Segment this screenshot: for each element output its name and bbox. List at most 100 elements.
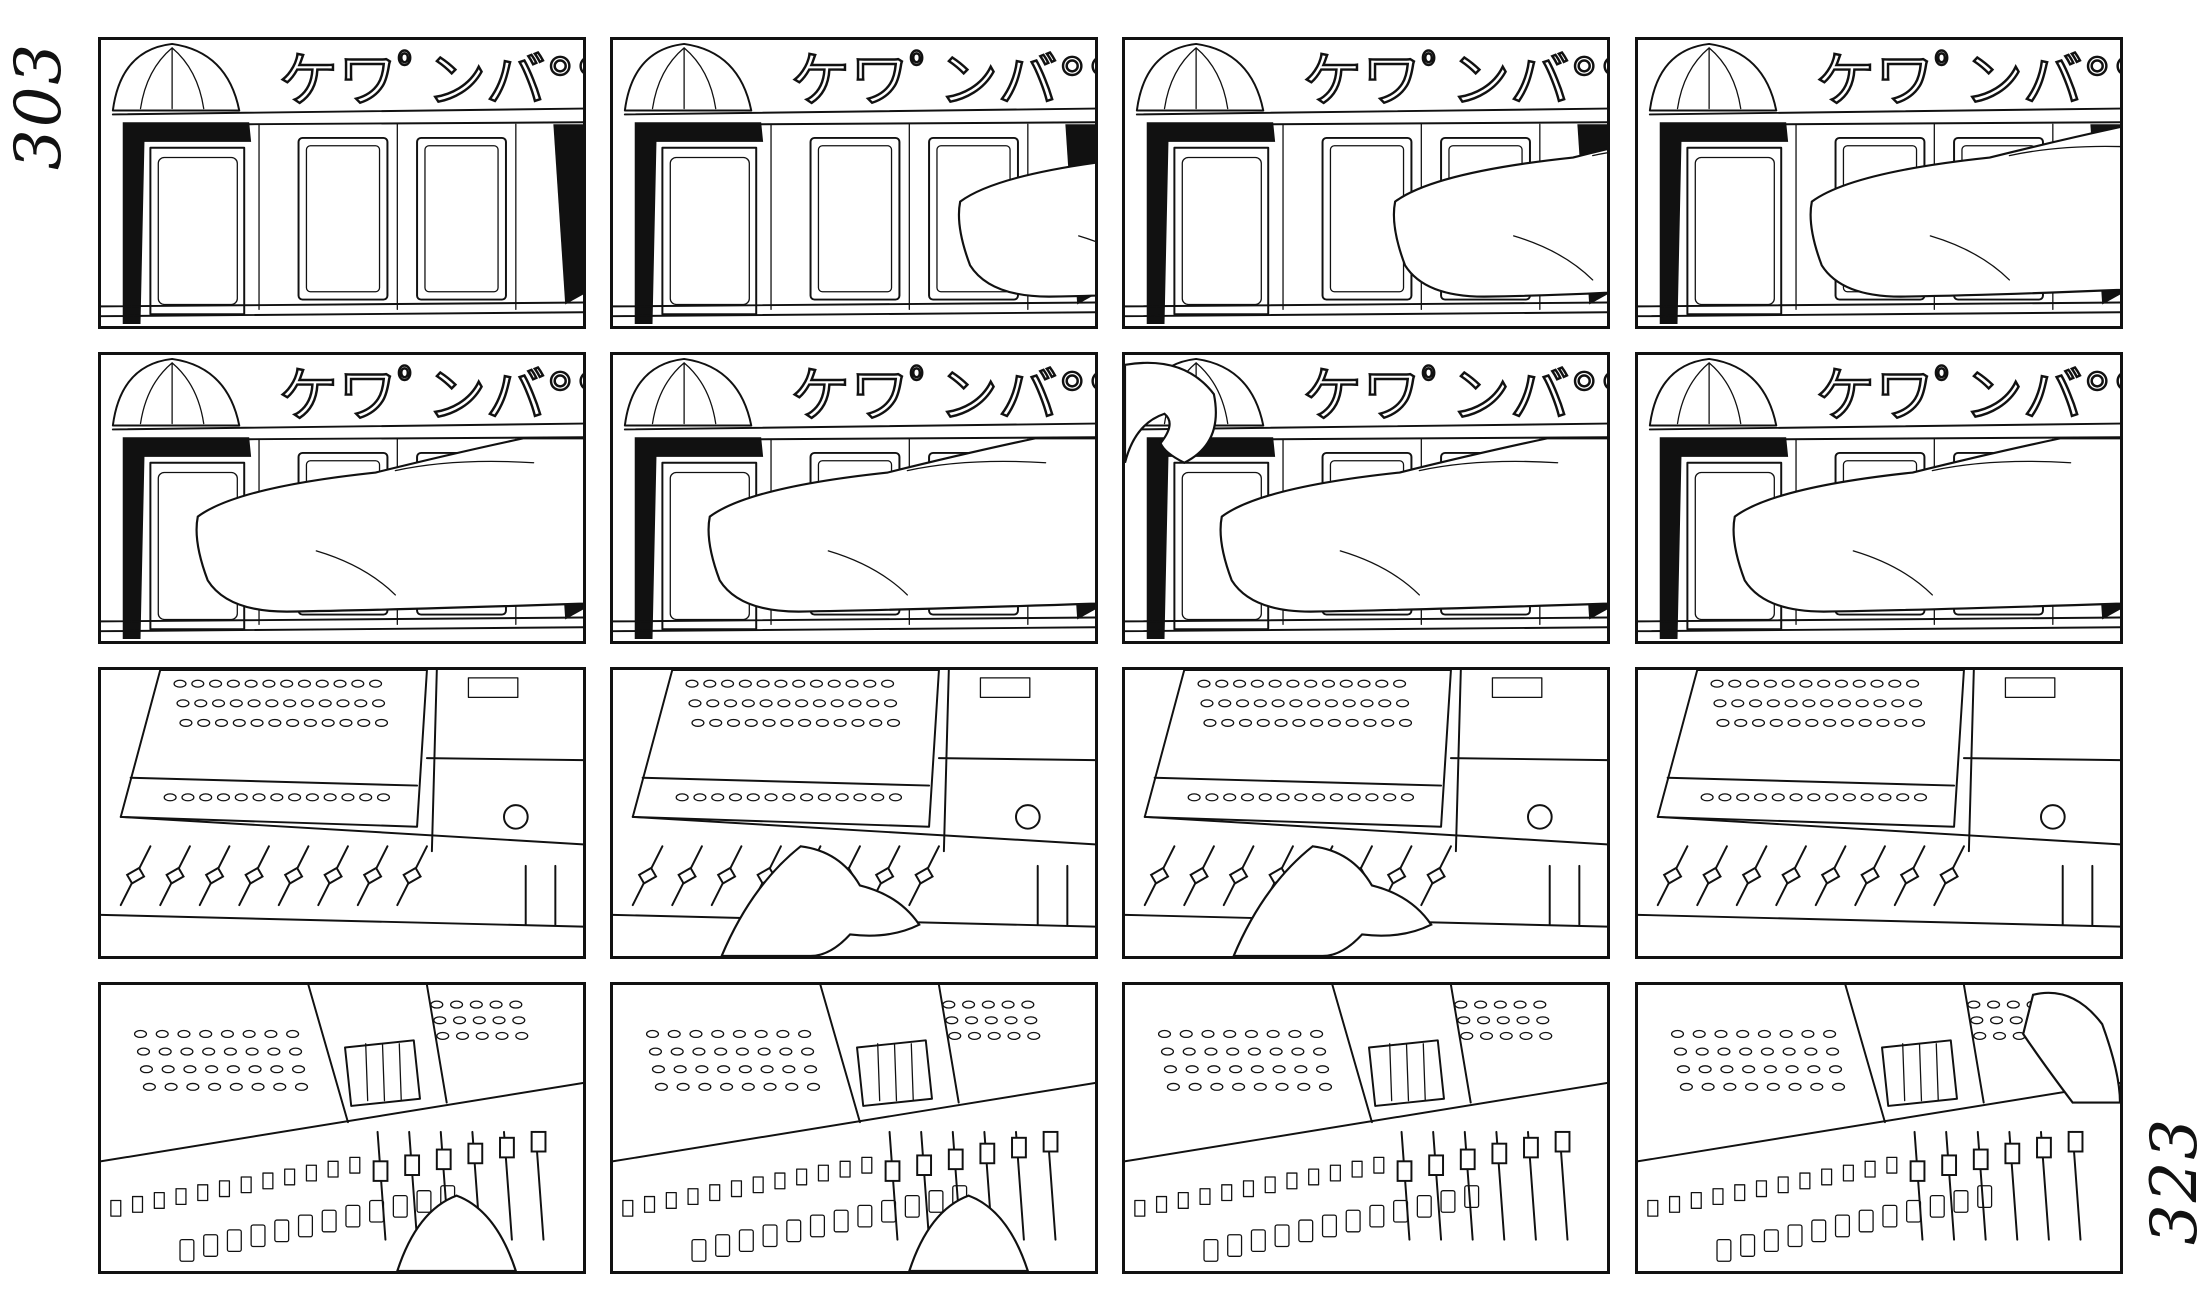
knob (948, 1031, 962, 1040)
knob (300, 699, 314, 708)
knob (863, 679, 877, 688)
knob (1840, 718, 1854, 727)
knob (1315, 1065, 1330, 1074)
knob (1307, 699, 1321, 708)
ground-line (613, 616, 1095, 633)
knob (1673, 1047, 1688, 1056)
fader (1781, 866, 1801, 885)
pillar (634, 437, 764, 640)
knob (1289, 699, 1303, 708)
knob (273, 1082, 287, 1091)
button (1763, 1229, 1779, 1253)
knob (1294, 793, 1308, 802)
knob (1297, 1082, 1311, 1091)
knob (1378, 699, 1392, 708)
knob (247, 699, 261, 708)
fader (1860, 866, 1880, 885)
knob (845, 679, 859, 688)
knob (695, 1065, 709, 1074)
fader (283, 866, 304, 885)
knob (1746, 679, 1760, 688)
knob (177, 1029, 191, 1039)
knob (1205, 793, 1219, 802)
sign-text: ケワﾟンバ°° (791, 361, 1095, 430)
button (928, 1190, 944, 1213)
knob (1720, 1065, 1734, 1074)
knob (942, 1000, 956, 1009)
knob (1769, 718, 1783, 727)
car (1219, 437, 1607, 613)
button (622, 1199, 634, 1217)
knob (1723, 1082, 1737, 1091)
storyboard-panel: ケワﾟンバ°° (1635, 37, 2123, 329)
knob (234, 793, 248, 802)
button (881, 1199, 897, 1223)
knob (1253, 699, 1267, 708)
button (1712, 1188, 1724, 1206)
fader (372, 1160, 389, 1182)
knob (685, 679, 699, 688)
knob (1007, 1031, 1021, 1040)
button (1690, 1192, 1702, 1209)
panel-drawing: ケワﾟンバ°° (613, 357, 1095, 640)
knob (495, 1031, 509, 1040)
knob (1200, 699, 1214, 708)
button (131, 1195, 144, 1213)
button (1221, 1184, 1233, 1202)
knob (142, 1082, 156, 1091)
knob (1713, 699, 1727, 708)
pillar (122, 437, 252, 640)
knob (1788, 1082, 1802, 1091)
ground-line (101, 616, 583, 633)
button (1858, 1209, 1874, 1233)
button (1953, 1190, 1969, 1213)
button (297, 1214, 314, 1238)
knob (202, 1047, 216, 1056)
knob (336, 699, 350, 708)
knob (1229, 1065, 1243, 1074)
knob (746, 793, 760, 802)
knob (1235, 699, 1250, 708)
panel-drawing: ケワﾟンバ°° (101, 357, 583, 640)
knob (251, 1082, 265, 1091)
knob (1266, 1029, 1280, 1039)
knob (1710, 679, 1724, 688)
knob (1363, 718, 1377, 727)
knob (229, 1082, 243, 1091)
knob (675, 793, 689, 802)
knob (1826, 1047, 1840, 1056)
knob (436, 1031, 450, 1040)
knob (450, 1000, 464, 1009)
knob (1679, 1082, 1693, 1091)
button (786, 1219, 802, 1243)
knob (741, 1082, 755, 1091)
knob (984, 1016, 998, 1025)
button (1321, 1214, 1338, 1238)
knob (1253, 1082, 1267, 1091)
knob (1992, 1031, 2007, 1040)
knob (244, 679, 258, 688)
dome (1135, 42, 1265, 112)
knob (183, 1065, 197, 1074)
knob (848, 699, 862, 708)
button (1369, 1204, 1385, 1228)
knob (1701, 1082, 1715, 1091)
button (833, 1209, 849, 1233)
knob (1799, 679, 1813, 688)
door (1173, 146, 1270, 316)
knob (1837, 699, 1851, 708)
knob (1831, 1082, 1846, 1091)
knob (735, 1047, 749, 1056)
knob (250, 718, 264, 727)
button (369, 1199, 385, 1223)
button (1716, 1239, 1732, 1262)
fader (2004, 1142, 2021, 1165)
knob (186, 1082, 200, 1091)
knob (785, 1082, 799, 1091)
knob (1233, 679, 1247, 688)
button (1264, 1176, 1276, 1194)
knob (1802, 699, 1816, 708)
button (175, 1188, 187, 1206)
knob (194, 699, 208, 708)
fader (1523, 1136, 1539, 1159)
